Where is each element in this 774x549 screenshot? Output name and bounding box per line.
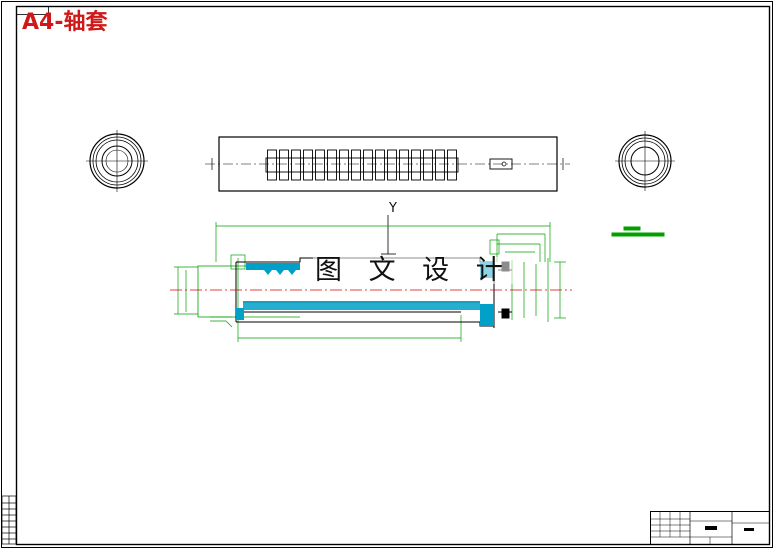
slot-segment: [423, 149, 433, 181]
slot-segment: [327, 149, 337, 181]
slot-segment: [375, 149, 385, 181]
watermark-text: 图 文 设 计: [313, 255, 514, 286]
slot-segment: [303, 149, 313, 181]
slot-segment: [351, 149, 361, 181]
slot-segment: [267, 149, 277, 181]
left-stamp-strip: [1, 495, 17, 545]
slot-segment: [279, 149, 289, 181]
y-axis-label: Y: [389, 201, 397, 216]
slot-segment: [447, 149, 457, 181]
title-corner-box: [16, 6, 49, 15]
slot-segment: [291, 149, 301, 181]
title-block: [650, 511, 770, 545]
slot-segment: [399, 149, 409, 181]
inner-frame: [15, 5, 771, 546]
slot-segment: [363, 149, 373, 181]
slot-array: [265, 149, 459, 181]
slot-segment: [339, 149, 349, 181]
slot-segment: [315, 149, 325, 181]
slot-segment: [411, 149, 421, 181]
drawing-title: A4-轴套: [22, 10, 108, 35]
right-end-view: [615, 131, 675, 191]
surface-mark: [611, 226, 665, 237]
left-end-view: [86, 130, 148, 192]
slot-segment: [265, 157, 459, 173]
slot-segment: [435, 149, 445, 181]
slot-segment: [387, 149, 397, 181]
y-axis-marker: [381, 215, 396, 255]
